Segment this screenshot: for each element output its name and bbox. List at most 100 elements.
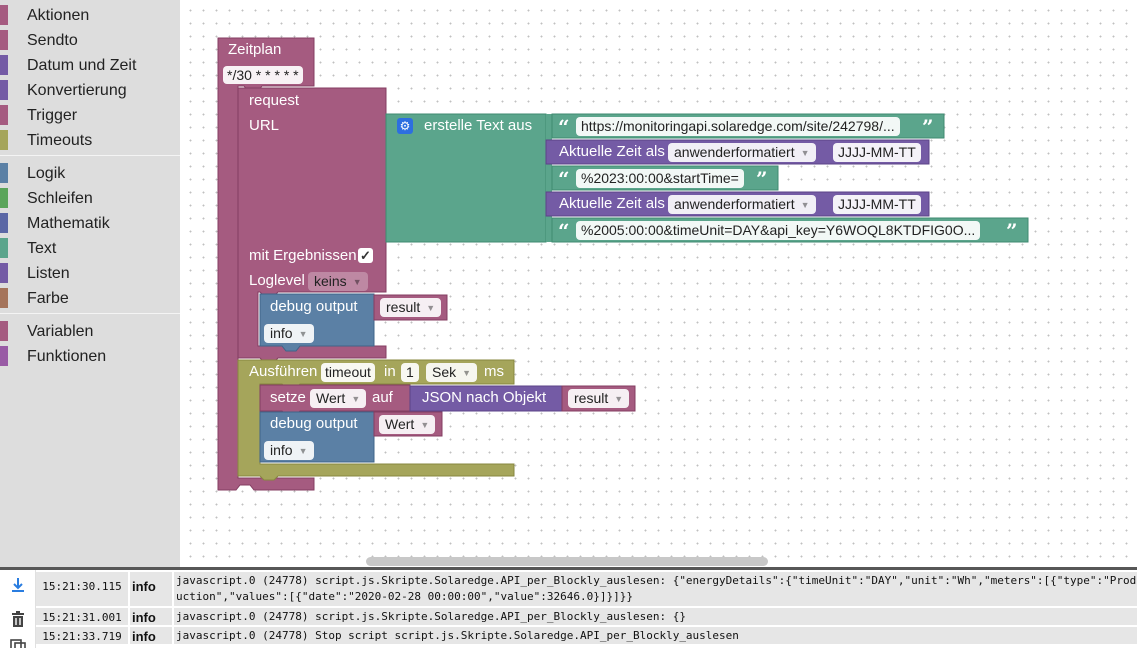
log-message: javascript.0 (24778) script.js.Skripte.S… [174,608,1137,625]
join-inputs-spine [546,114,552,242]
request-title: request [249,92,300,109]
toolbox-category-label: Listen [27,265,70,282]
with-results-label: mit Ergebnissen [249,247,357,264]
json-to-object-block[interactable] [409,385,563,412]
toolbox-category-sendto[interactable]: Sendto [0,28,180,52]
log-level: info [130,627,172,644]
open-quote-icon: “ [558,167,570,191]
date-label: Aktuelle Zeit als [559,143,665,160]
toolbox-category-schleifen[interactable]: Schleifen [0,186,180,210]
toolbox-category-label: Farbe [27,290,69,307]
join-text-title: erstelle Text aus [424,117,533,134]
trash-icon[interactable] [10,610,26,628]
date-format-value: anwenderformatiert [674,144,795,160]
chevron-down-icon: ▼ [298,329,308,339]
schedule-title: Zeitplan [228,41,282,58]
close-quote-icon: ” [756,167,768,191]
horizontal-scrollbar[interactable] [366,557,768,566]
log-message: javascript.0 (24778) Stop script script.… [174,627,1137,644]
log-time: 15:21:30.115 [36,572,128,606]
log-row: 15:21:30.115 info javascript.0 (24778) s… [36,572,1137,606]
date-pattern-field[interactable]: JJJJ-MM-TT [833,195,921,214]
variable-dropdown[interactable]: result ▼ [380,298,442,317]
log-level: info [130,608,172,625]
toolbox-category-label: Timeouts [27,132,93,149]
variable-name: Wert [385,416,415,432]
text-literal-field[interactable]: https://monitoringapi.solaredge.com/site… [576,117,900,136]
date-label: Aktuelle Zeit als [559,195,665,212]
variable-name: Wert [316,390,346,406]
timeout-name-field[interactable]: timeout [321,363,375,382]
timeout-block[interactable] [237,359,515,481]
log-row: 15:21:31.001 info javascript.0 (24778) s… [36,608,1137,625]
timeout-ms-label: ms [484,363,504,380]
debug-output-title: debug output [270,298,358,315]
json-to-object-title: JSON nach Objekt [422,389,547,406]
blockly-toolbox: Aktionen Sendto Datum und Zeit Konvertie… [0,0,180,567]
loglevel-label: Loglevel [249,272,305,289]
chevron-down-icon: ▼ [351,394,361,404]
variable-dropdown[interactable]: result▼ [568,389,630,408]
log-level: info [130,572,172,606]
toolbox-category-label: Sendto [27,32,78,49]
text-literal-field[interactable]: %2005:00:00&timeUnit=DAY&api_key=Y6WOQL8… [576,221,981,240]
toolbox-category-logik[interactable]: Logik [0,161,180,185]
debug-output-title: debug output [270,415,358,432]
cron-field[interactable]: */30 * * * * * [223,66,303,84]
text-literal-field[interactable]: %2023:00:00&startTime= [576,169,744,188]
toolbox-category-label: Mathematik [27,215,110,232]
chevron-down-icon: ▼ [426,303,436,313]
toolbox-category-timeouts[interactable]: Timeouts [0,128,180,152]
chevron-down-icon: ▼ [462,368,472,378]
date-pattern-field[interactable]: JJJJ-MM-TT [833,143,921,162]
toolbox-category-konvertierung[interactable]: Konvertierung [0,78,180,102]
log-time: 15:21:31.001 [36,608,128,625]
toolbox-category-label: Trigger [27,107,78,124]
toolbox-category-label: Funktionen [27,348,107,365]
variable-dropdown[interactable]: Wert ▼ [379,415,436,434]
set-to-label: auf [372,389,393,406]
toolbox-category-mathematik[interactable]: Mathematik [0,211,180,235]
open-quote-icon: “ [558,115,570,139]
toolbox-category-funktionen[interactable]: Funktionen [0,344,180,368]
toolbox-category-label: Text [27,240,57,257]
toolbox-category-listen[interactable]: Listen [0,261,180,285]
variable-name: result [386,299,421,315]
with-results-checkbox[interactable]: ✓ [358,248,373,263]
toolbox-category-trigger[interactable]: Trigger [0,103,180,127]
set-title: setze [270,389,306,406]
date-format-value: anwenderformatiert [674,196,795,212]
toolbox-category-label: Logik [27,165,66,182]
debug-level-dropdown[interactable]: info ▼ [264,324,314,343]
blockly-workspace[interactable]: Zeitplan */30 * * * * * request URL mit … [180,0,1137,567]
log-pane: 15:21:30.115 info javascript.0 (24778) s… [0,567,1137,648]
chevron-down-icon: ▼ [614,394,624,404]
toolbox-category-farbe[interactable]: Farbe [0,286,180,310]
timeout-amount-field[interactable]: 1 [401,363,419,382]
copy-icon[interactable] [10,639,26,648]
timeout-unit-dropdown[interactable]: Sek ▼ [426,363,478,382]
log-message: javascript.0 (24778) script.js.Skripte.S… [174,572,1137,606]
debug-level-dropdown[interactable]: info▼ [264,441,314,460]
date-format-dropdown[interactable]: anwenderformatiert▼ [668,195,816,214]
chevron-down-icon: ▼ [420,420,430,430]
open-quote-icon: “ [558,219,570,243]
timeout-title: Ausführen [249,363,318,380]
toolbox-category-label: Konvertierung [27,82,127,99]
gear-icon[interactable]: ⚙ [397,118,413,134]
loglevel-dropdown[interactable]: keins▼ [308,272,368,291]
timeout-unit-value: Sek [432,364,457,380]
log-toolbar [0,570,36,648]
date-format-dropdown[interactable]: anwenderformatiert ▼ [668,143,816,162]
toolbox-category-label: Datum und Zeit [27,57,137,74]
chevron-down-icon: ▼ [800,148,810,158]
debug-level-value: info [270,325,293,341]
toolbox-category-aktionen[interactable]: Aktionen [0,3,180,27]
toolbox-category-text[interactable]: Text [0,236,180,260]
toolbox-category-datum-und-zeit[interactable]: Datum und Zeit [0,53,180,77]
toolbox-category-label: Variablen [27,323,94,340]
scroll-down-icon[interactable] [9,576,27,594]
url-label: URL [249,117,280,134]
variable-dropdown[interactable]: Wert ▼ [310,389,367,408]
toolbox-category-variablen[interactable]: Variablen [0,319,180,343]
